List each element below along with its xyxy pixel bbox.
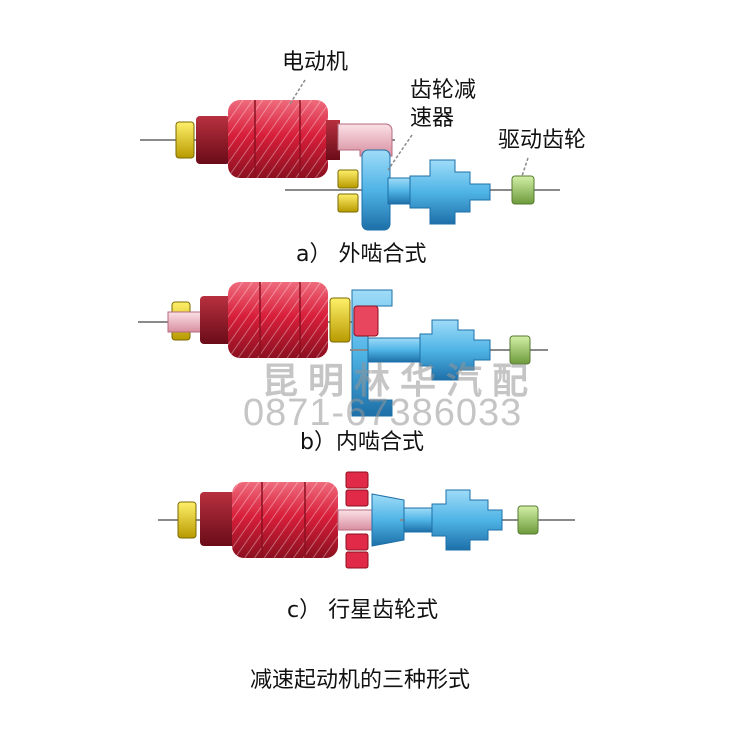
clutch-sleeve [367, 337, 429, 363]
figure-title: 减速起动机的三种形式 [250, 668, 471, 693]
motor-end-cap [200, 492, 236, 546]
leader-line [387, 134, 413, 171]
end-nut [177, 501, 197, 539]
planet-gear [345, 489, 369, 507]
drive-gear [517, 505, 539, 535]
watermark-name: 昆明林华汽配 [262, 360, 539, 402]
diagram-b-internal-mesh [138, 282, 548, 417]
gear-tooth [337, 193, 359, 213]
planet-gear [345, 471, 369, 489]
drive-gear [509, 335, 531, 365]
leader-line [521, 157, 529, 177]
drive-gear [511, 175, 535, 205]
caption-b-internal-mesh: b）内啮合式 [300, 430, 424, 455]
motor-end-cap [200, 296, 232, 344]
planet-gear [345, 551, 369, 569]
label-drive-gear: 驱动齿轮 [498, 128, 587, 153]
motor-front-cap [326, 120, 340, 160]
gear-tooth [337, 169, 359, 189]
overrunning-clutch [419, 319, 491, 381]
overrunning-clutch [431, 489, 503, 551]
planet-gear [345, 533, 369, 551]
label-motor: 电动机 [282, 50, 349, 75]
overrunning-clutch [409, 159, 491, 225]
end-nut [329, 297, 351, 343]
diagram-c-planetary [158, 471, 575, 569]
reducer-pinion [337, 123, 393, 157]
watermark-phone: 0871-67386033 [243, 392, 523, 434]
label-gear-reducer-line2: 速器 [410, 106, 455, 131]
motor-end-cap [196, 116, 230, 164]
caption-a-external-mesh: a） 外啮合式 [296, 242, 427, 267]
pinion-gear [353, 305, 379, 337]
planet-carrier [371, 493, 405, 547]
caption-c-planetary: c） 行星齿轮式 [287, 598, 439, 623]
reducer-gear [361, 149, 391, 231]
diagram-a-external-mesh [140, 79, 560, 231]
label-gear-reducer-line1: 齿轮减 [410, 78, 477, 103]
end-nut [175, 121, 195, 159]
